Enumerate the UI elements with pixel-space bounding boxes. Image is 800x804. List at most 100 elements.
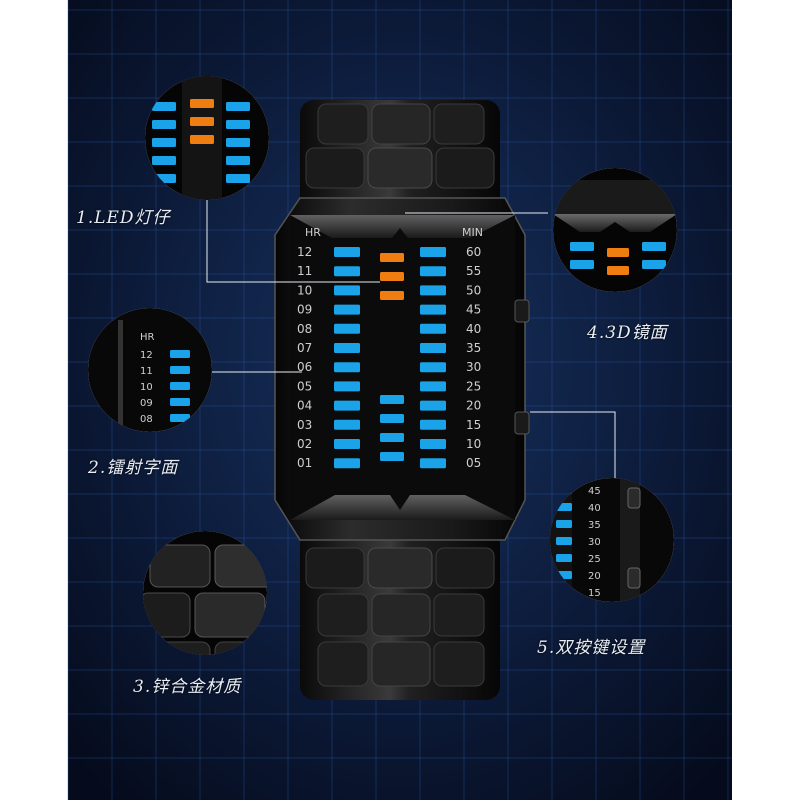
minute-number: 20 xyxy=(466,399,481,413)
minute-led xyxy=(420,285,446,296)
hour-led xyxy=(334,439,360,449)
zoom-led xyxy=(226,156,250,165)
zoom-led-bubble xyxy=(145,76,269,200)
hour-number: 10 xyxy=(297,283,312,297)
hour-number: 09 xyxy=(297,303,312,317)
hour-led xyxy=(334,247,360,257)
hour-led xyxy=(334,400,360,411)
zoom-dial-bubble: HR 12 11 10 09 08 xyxy=(88,308,212,432)
zoom-led xyxy=(152,120,176,129)
hour-led xyxy=(334,458,360,469)
hour-number: 12 xyxy=(297,245,312,259)
minute-led xyxy=(420,247,446,257)
hour-number: 01 xyxy=(297,456,312,470)
hour-indicator-led xyxy=(380,291,404,300)
zoom-buttons-bubble: 45 40 35 30 25 20 15 xyxy=(550,478,674,602)
hour-indicator-led xyxy=(380,253,404,262)
zoom-led xyxy=(152,156,176,165)
zoom-led xyxy=(226,102,250,111)
minute-led xyxy=(420,419,446,430)
zoom-orange-led xyxy=(190,99,214,108)
hour-led xyxy=(334,266,360,277)
hour-led xyxy=(334,419,360,430)
minute-label: MIN xyxy=(462,226,483,239)
minute-indicator-led xyxy=(380,452,404,461)
minute-led xyxy=(420,362,446,373)
minute-led xyxy=(420,439,446,449)
zoom-alloy-bubble xyxy=(143,531,267,655)
minute-indicator-led xyxy=(380,414,404,423)
minute-number: 45 xyxy=(466,303,481,317)
zoom-orange-led xyxy=(190,117,214,126)
zoom-led xyxy=(226,120,250,129)
hour-number: 06 xyxy=(297,360,312,374)
callout-mirror: 4.3D镜面 xyxy=(587,323,668,343)
hour-led xyxy=(334,304,360,315)
callout-buttons: 5.双按键设置 xyxy=(537,638,646,658)
zoom-led xyxy=(226,174,250,183)
zoom-hour-number: 12 xyxy=(140,350,153,361)
minute-number: 30 xyxy=(466,360,481,374)
zoom-hour-number: 09 xyxy=(140,398,153,409)
zoom-minute-number: 45 xyxy=(588,486,601,497)
minute-number: 40 xyxy=(466,322,481,336)
zoom-led xyxy=(152,138,176,147)
hour-number: 08 xyxy=(297,322,312,336)
hour-number: 11 xyxy=(297,264,312,278)
callout-alloy: 3.锌合金材质 xyxy=(133,677,242,697)
zoom-mirror-bubble xyxy=(553,168,677,292)
minute-led xyxy=(420,381,446,392)
hour-led xyxy=(334,381,360,392)
side-button-top xyxy=(514,299,530,323)
hour-led xyxy=(334,362,360,373)
zoom-minute-number: 20 xyxy=(588,571,601,582)
minute-led xyxy=(420,266,446,277)
side-button-bottom xyxy=(514,411,530,435)
hour-led xyxy=(334,285,360,296)
zoom-minute-number: 25 xyxy=(588,554,601,565)
zoom-hour-number: 10 xyxy=(140,382,153,393)
zoom-hour-label: HR xyxy=(140,332,155,343)
minute-number: 60 xyxy=(466,245,481,259)
minute-number: 25 xyxy=(466,379,481,393)
minute-number: 15 xyxy=(466,418,481,432)
hour-number: 03 xyxy=(297,418,312,432)
zoom-minute-number: 40 xyxy=(588,503,601,514)
hour-indicator-led xyxy=(380,272,404,281)
hour-number: 04 xyxy=(297,399,312,413)
minute-number: 55 xyxy=(466,264,481,278)
callout-led: 1.LED灯仔 xyxy=(76,208,171,228)
zoom-hour-number: 08 xyxy=(140,414,153,425)
hour-led xyxy=(334,323,360,334)
minute-led xyxy=(420,458,446,469)
zoom-orange-led xyxy=(190,135,214,144)
minute-indicator-led xyxy=(380,395,404,404)
hour-number: 02 xyxy=(297,437,312,451)
minute-indicator-led xyxy=(380,433,404,442)
hour-label: HR xyxy=(305,226,321,239)
minute-led xyxy=(420,343,446,353)
callout-dial: 2.镭射字面 xyxy=(88,458,179,478)
minute-number: 05 xyxy=(466,456,481,470)
minute-led xyxy=(420,323,446,334)
zoom-led xyxy=(152,102,176,111)
minute-led xyxy=(420,304,446,315)
zoom-minute-number: 15 xyxy=(588,588,601,599)
watch-case xyxy=(274,197,530,541)
led-dial: 12 11 10 09 08 07 06 05 04 03 02 01 60 55 50 45 40 35 30 25… xyxy=(297,245,481,470)
hour-number: 07 xyxy=(297,341,312,355)
minute-led xyxy=(420,400,446,411)
minute-number: 50 xyxy=(466,283,481,297)
minute-number: 10 xyxy=(466,437,481,451)
zoom-hour-number: 11 xyxy=(140,366,153,377)
bracelet-bottom xyxy=(300,530,500,700)
zoom-minute-number: 35 xyxy=(588,520,601,531)
callout-connectors xyxy=(206,200,616,478)
hour-led xyxy=(334,343,360,353)
zoom-minute-number: 30 xyxy=(588,537,601,548)
minute-number: 35 xyxy=(466,341,481,355)
zoom-led xyxy=(226,138,250,147)
hour-number: 05 xyxy=(297,379,312,393)
